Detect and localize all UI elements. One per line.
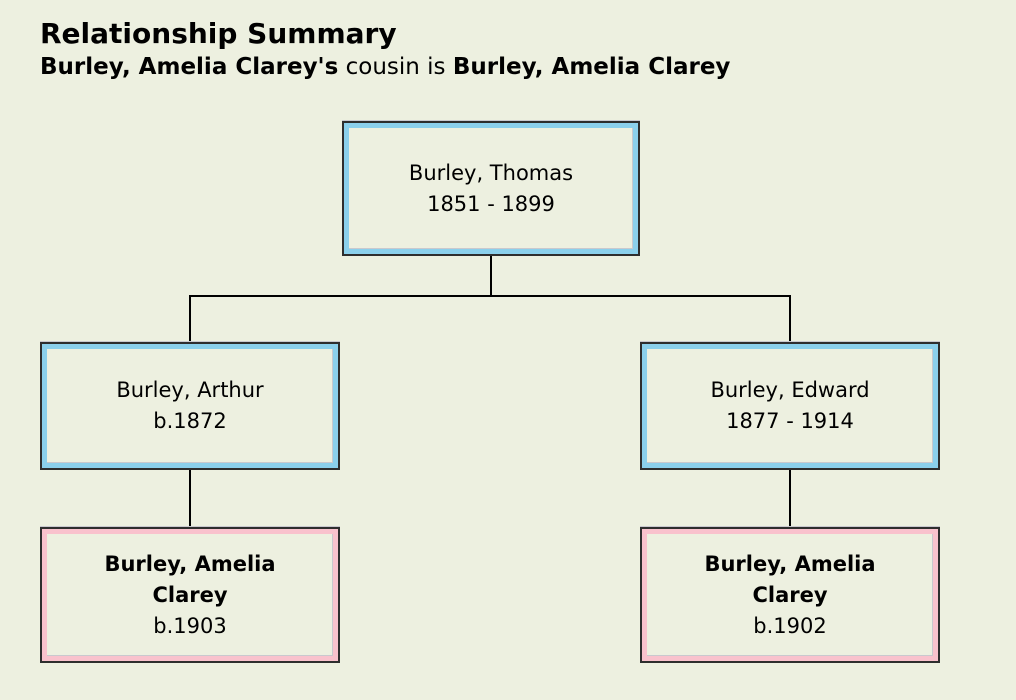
connector-parent-left-to-child [189,470,191,527]
relationship-statement: Burley, Amelia Clarey's cousin is Burley… [40,53,730,82]
person-dates: b.1902 [753,613,827,638]
related-person-name: Burley, Amelia Clarey [452,54,731,80]
connector-grandfather-drop [490,256,492,297]
person-dates: b.1903 [153,613,227,638]
subject-person-name: Burley, Amelia Clarey's [40,54,339,80]
person-box-burley-edward[interactable]: Burley, Edward 1877 - 1914 [640,342,940,470]
connector-parent-right-to-child [789,470,791,527]
person-name: Burley, Amelia Clarey [104,551,276,607]
person-dates: 1877 - 1914 [726,409,854,433]
person-box-burley-arthur[interactable]: Burley, Arthur b.1872 [40,342,340,470]
connector-to-parent-left [189,295,191,342]
relationship-phrase: cousin is [338,54,453,80]
person-box-burley-amelia-clarey-1902[interactable]: Burley, Amelia Clarey b.1902 [640,527,940,663]
person-box-burley-thomas[interactable]: Burley, Thomas 1851 - 1899 [342,121,640,256]
connector-sibling-bar [189,295,791,297]
person-name: Burley, Edward [710,378,870,402]
person-name: Burley, Amelia Clarey [704,551,876,607]
person-dates: b.1872 [153,409,227,433]
connector-to-parent-right [789,295,791,342]
person-name: Burley, Arthur [116,378,264,402]
page-title: Relationship Summary [40,17,397,50]
person-name: Burley, Thomas [408,160,574,185]
person-box-burley-amelia-clarey-1903[interactable]: Burley, Amelia Clarey b.1903 [40,527,340,663]
person-dates: 1851 - 1899 [427,191,555,216]
